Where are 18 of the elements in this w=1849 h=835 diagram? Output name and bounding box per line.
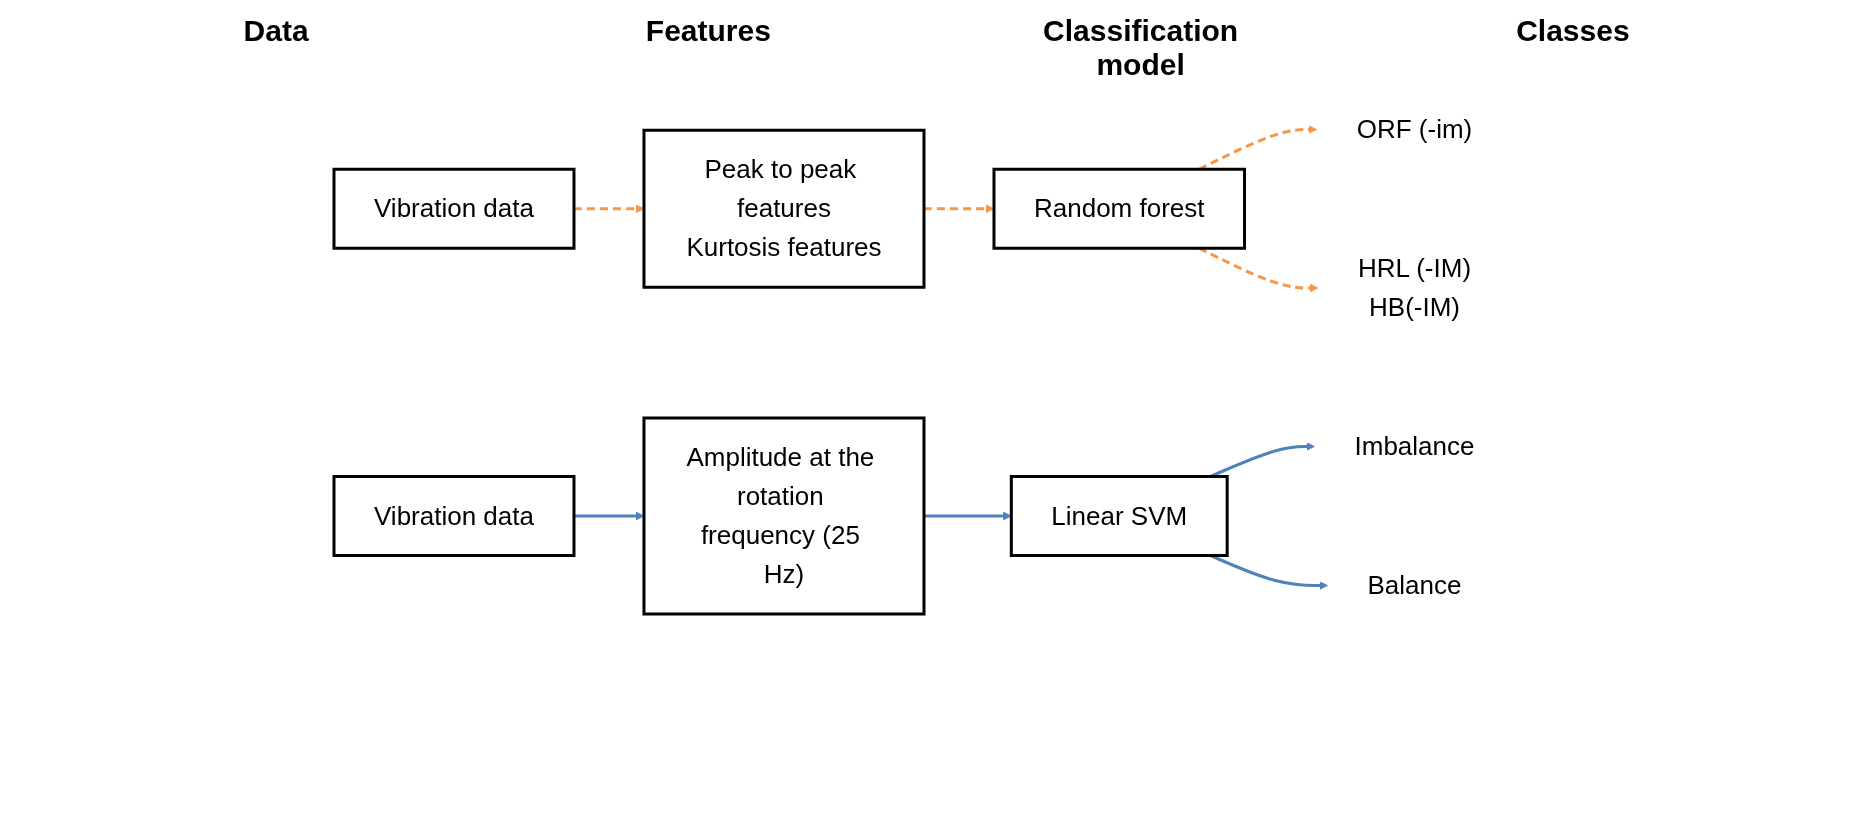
- arrow: [574, 204, 645, 214]
- arrow: [574, 511, 645, 521]
- column-heading: Classes: [1515, 14, 1631, 49]
- column-heading: Features: [644, 14, 772, 49]
- node-text: ORF (-im): [1356, 114, 1473, 144]
- node-text: Imbalance: [1354, 431, 1475, 461]
- node-box: Linear SVM: [1010, 475, 1229, 557]
- node-box: Vibration data: [332, 475, 576, 557]
- node-box: Random forest: [992, 167, 1247, 250]
- arrow: [924, 511, 1012, 521]
- node-text: HRL (-IM) HB(-IM): [1358, 253, 1472, 322]
- node-box: Vibration data: [332, 167, 576, 250]
- node-box: Peak to peak features Kurtosis features: [642, 128, 926, 289]
- node-box: Amplitude at the rotation frequency (25 Hz): [642, 416, 926, 616]
- node-text: Balance: [1367, 570, 1462, 600]
- column-heading: Data: [242, 14, 310, 49]
- column-heading: Classification model: [1042, 14, 1240, 82]
- arrow: [924, 204, 995, 214]
